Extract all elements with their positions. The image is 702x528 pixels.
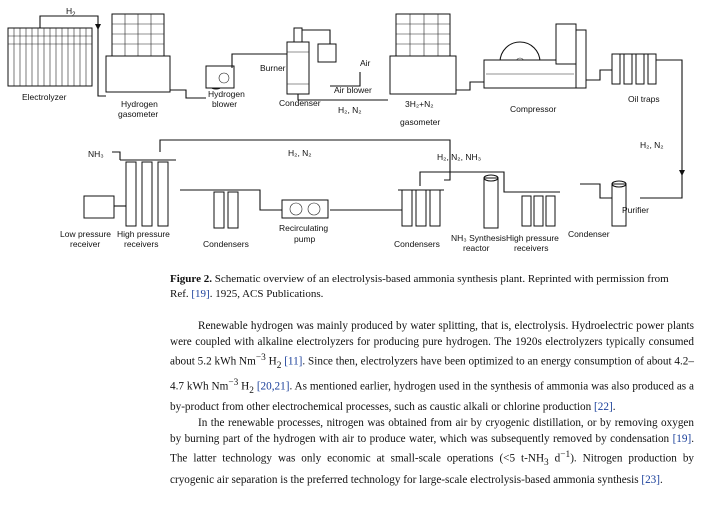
- p1-sub: 2: [249, 385, 254, 396]
- p1-sup: −3: [255, 353, 266, 364]
- h2-label-top: H2: [66, 6, 76, 18]
- p2-text: In the renewable processes, nitrogen was…: [170, 416, 694, 446]
- p2-text: .: [660, 473, 663, 486]
- p1-text: H: [265, 356, 277, 369]
- condenser-top-label: Condenser: [279, 98, 321, 108]
- nh3-left-label: NH₃: [88, 149, 104, 159]
- h2n2-mid-label: H₂, N₂: [338, 105, 362, 115]
- recirculating-pump-drawing: [281, 199, 329, 219]
- figure-label: Figure 2.: [170, 273, 212, 285]
- air-blower-label: Air blower: [334, 85, 372, 95]
- caption-text-end: . 1925, ACS Publications.: [209, 288, 324, 300]
- mix-gasometer-label-1: 3H₂+N₂: [405, 99, 434, 109]
- p1-text: Renewable hydrogen was mainly produced b…: [170, 320, 694, 369]
- purifier-label: Purifier: [622, 205, 649, 215]
- hydrogen-gasometer-drawing: [105, 13, 171, 93]
- oil-traps-label: Oil traps: [628, 94, 660, 104]
- plant-schematic: H2 Electrolyzer Hydrogen gasometer Hydro…: [7, 6, 685, 253]
- air-label: Air: [360, 58, 371, 68]
- p2-sub: 3: [544, 458, 549, 469]
- p1-sup: −3: [228, 377, 239, 388]
- recirculating-label-1: Recirculating: [279, 223, 328, 233]
- caption-text: Schematic overview of an electrolysis-ba…: [170, 273, 669, 300]
- ref-link-22[interactable]: [22]: [594, 400, 613, 413]
- hydrogen-blower-label-2: blower: [212, 99, 237, 109]
- lp-receiver-label-1: Low pressure: [60, 229, 111, 239]
- condensers-left-label: Condensers: [203, 239, 249, 249]
- hp-receivers-left-label-1: High pressure: [117, 229, 170, 239]
- burner-condenser-drawing: [286, 27, 337, 95]
- ref-link-11[interactable]: [11]: [284, 356, 303, 369]
- compressor-drawing: [483, 23, 587, 89]
- oil-traps-drawing: [611, 53, 657, 85]
- ref-link-19[interactable]: [19]: [672, 433, 692, 446]
- synthesis-label-2: reactor: [463, 243, 490, 253]
- hp-receivers-left-label-2: receivers: [124, 239, 158, 249]
- ref-link-20-21[interactable]: [20,21]: [256, 380, 290, 393]
- mix-gasometer-label-2: gasometer: [400, 117, 440, 127]
- p1-sub: 2: [276, 361, 282, 372]
- electrolyzer-drawing: [7, 27, 93, 87]
- h2n2nh3-label: H₂, N₂, NH₃: [437, 152, 481, 162]
- electrolyzer-label: Electrolyzer: [22, 92, 67, 102]
- condensers-middle-label: Condensers: [394, 239, 440, 249]
- hp-receivers-right-drawing: [518, 191, 560, 227]
- synthesis-reactor-drawing: [483, 174, 499, 229]
- p2-sup: −1: [560, 450, 571, 461]
- condensers-middle-drawing: [398, 189, 444, 227]
- compressor-label: Compressor: [510, 104, 556, 114]
- purifier-drawing: [611, 180, 627, 227]
- h2n2-right-label: H₂, N₂: [640, 140, 664, 150]
- p1-text: .: [612, 400, 616, 413]
- hydrogen-gasometer-label-2: gasometer: [118, 109, 158, 119]
- h2n2-bottom-label: H₂, N₂: [288, 148, 312, 158]
- p1-text: . As mentioned earlier, hydrogen used in…: [170, 380, 695, 413]
- condensers-left-drawing: [210, 189, 242, 229]
- recirculating-label-2: pump: [294, 234, 316, 244]
- hp-receivers-right-label-2: receivers: [514, 243, 548, 253]
- figure-caption: Figure 2. Schematic overview of an elect…: [170, 272, 690, 302]
- lp-receiver-label-2: receiver: [70, 239, 100, 249]
- low-pressure-receiver-drawing: [83, 195, 115, 219]
- ref-link-23[interactable]: [23]: [641, 473, 660, 486]
- p2-text: ). Nitrogen production by cryogenic air …: [170, 453, 695, 486]
- p1-text: H: [238, 380, 250, 393]
- paragraph-2: In the renewable processes, nitrogen was…: [170, 415, 694, 488]
- condenser-bottom-label: Condenser: [568, 229, 610, 239]
- hp-receivers-right-label-1: High pressure: [506, 233, 559, 243]
- paragraph-1: Renewable hydrogen was mainly produced b…: [170, 318, 694, 415]
- p2-text: d: [548, 453, 561, 466]
- synthesis-label-1: NH₃ Synthesis: [451, 233, 506, 243]
- hydrogen-gasometer-label-1: Hydrogen: [121, 99, 158, 109]
- caption-ref-link[interactable]: [19]: [191, 288, 210, 300]
- hp-receivers-left-drawing: [120, 159, 176, 227]
- mix-gasometer-drawing: [389, 13, 457, 95]
- p1-text: . Since then, electrolyzers have been op…: [170, 356, 694, 393]
- p2-text: . The latter technology was only economi…: [170, 433, 694, 466]
- burner-label: Burner: [260, 63, 286, 73]
- hydrogen-blower-drawing: [205, 65, 235, 90]
- hydrogen-blower-label-1: Hydrogen: [208, 89, 245, 99]
- body-text: Renewable hydrogen was mainly produced b…: [170, 318, 694, 488]
